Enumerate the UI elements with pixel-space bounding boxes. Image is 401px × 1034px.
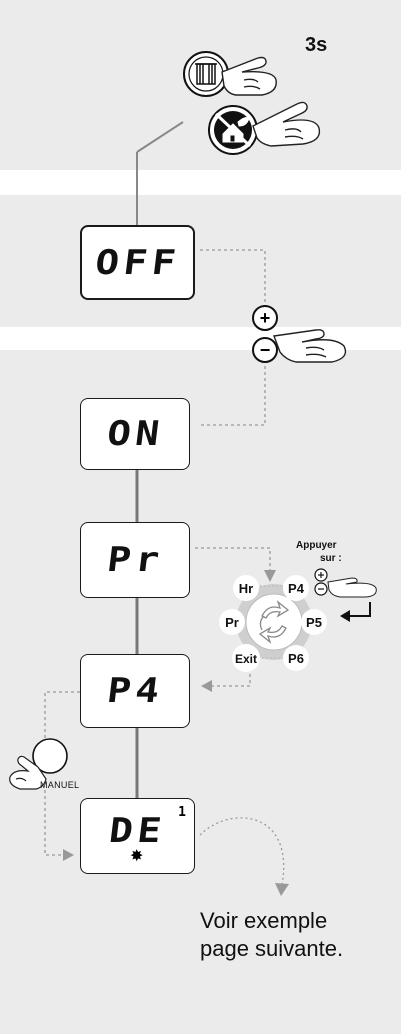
minus-button[interactable]: − — [252, 337, 278, 363]
enter-arrow-icon — [340, 602, 371, 622]
shutter-button-illustration — [183, 51, 277, 97]
lcd-screen-p4: P4 — [80, 654, 190, 728]
lcd-on-text: ON — [104, 414, 166, 454]
lcd-screen-pr: Pr — [80, 522, 190, 598]
pointing-hand-icon — [9, 755, 47, 790]
lcd-screen-on: ON — [80, 398, 190, 470]
manual-button-illustration — [9, 738, 68, 790]
manual-button-circle — [32, 738, 68, 774]
menu-p6-label: P6 — [288, 651, 304, 666]
menu-hr-label: Hr — [239, 581, 253, 596]
lcd-off-text: OFF — [92, 242, 183, 283]
instruction-line1: Appuyer — [296, 540, 337, 551]
footer-line2: page suivante. — [200, 936, 344, 961]
shutter-icon — [195, 63, 217, 85]
menu-p5-label: P5 — [306, 615, 322, 630]
menu-p4-label: P4 — [288, 581, 305, 596]
panel-middle — [0, 195, 401, 327]
pointing-hand-icon — [221, 56, 277, 96]
lcd-de-superscript: 1 — [178, 805, 186, 820]
footer-line1: Voir exemple — [200, 908, 328, 933]
eco-button-illustration — [208, 101, 321, 155]
menu-node-p5: P5 — [301, 609, 327, 635]
menu-node-pr: Pr — [219, 609, 245, 635]
lcd-screen-de: DE 1 ✸ — [80, 798, 195, 874]
lcd-de-text: DE — [106, 811, 169, 851]
plus-button[interactable]: + — [252, 305, 278, 331]
menu-node-exit: Exit — [232, 644, 260, 672]
pointing-hand-icon — [252, 101, 321, 147]
refresh-cycle-icon — [258, 600, 290, 644]
instruction-line2: sur : — [320, 553, 342, 564]
lcd-screen-off: OFF — [80, 225, 195, 300]
lcd-p4-text: P4 — [104, 671, 166, 711]
menu-exit-label: Exit — [235, 652, 257, 666]
menu-node-hr: Hr — [233, 575, 259, 601]
sun-icon: ✸ — [130, 848, 144, 865]
menu-pr-label: Pr — [225, 615, 239, 630]
plus-minus-small-illustration — [314, 568, 377, 622]
press-duration-label: 3s — [305, 34, 328, 56]
menu-node-p4: P4 — [283, 575, 309, 601]
menu-cycle-wheel: Hr P4 P5 P6 Exit Pr — [219, 575, 327, 672]
menu-node-p6: P6 — [283, 645, 309, 671]
plus-icon: + — [259, 308, 271, 328]
pointing-hand-icon — [273, 329, 347, 363]
lcd-pr-text: Pr — [104, 540, 166, 580]
minus-icon: − — [259, 340, 271, 360]
manual-label: MANUEL — [40, 780, 80, 790]
